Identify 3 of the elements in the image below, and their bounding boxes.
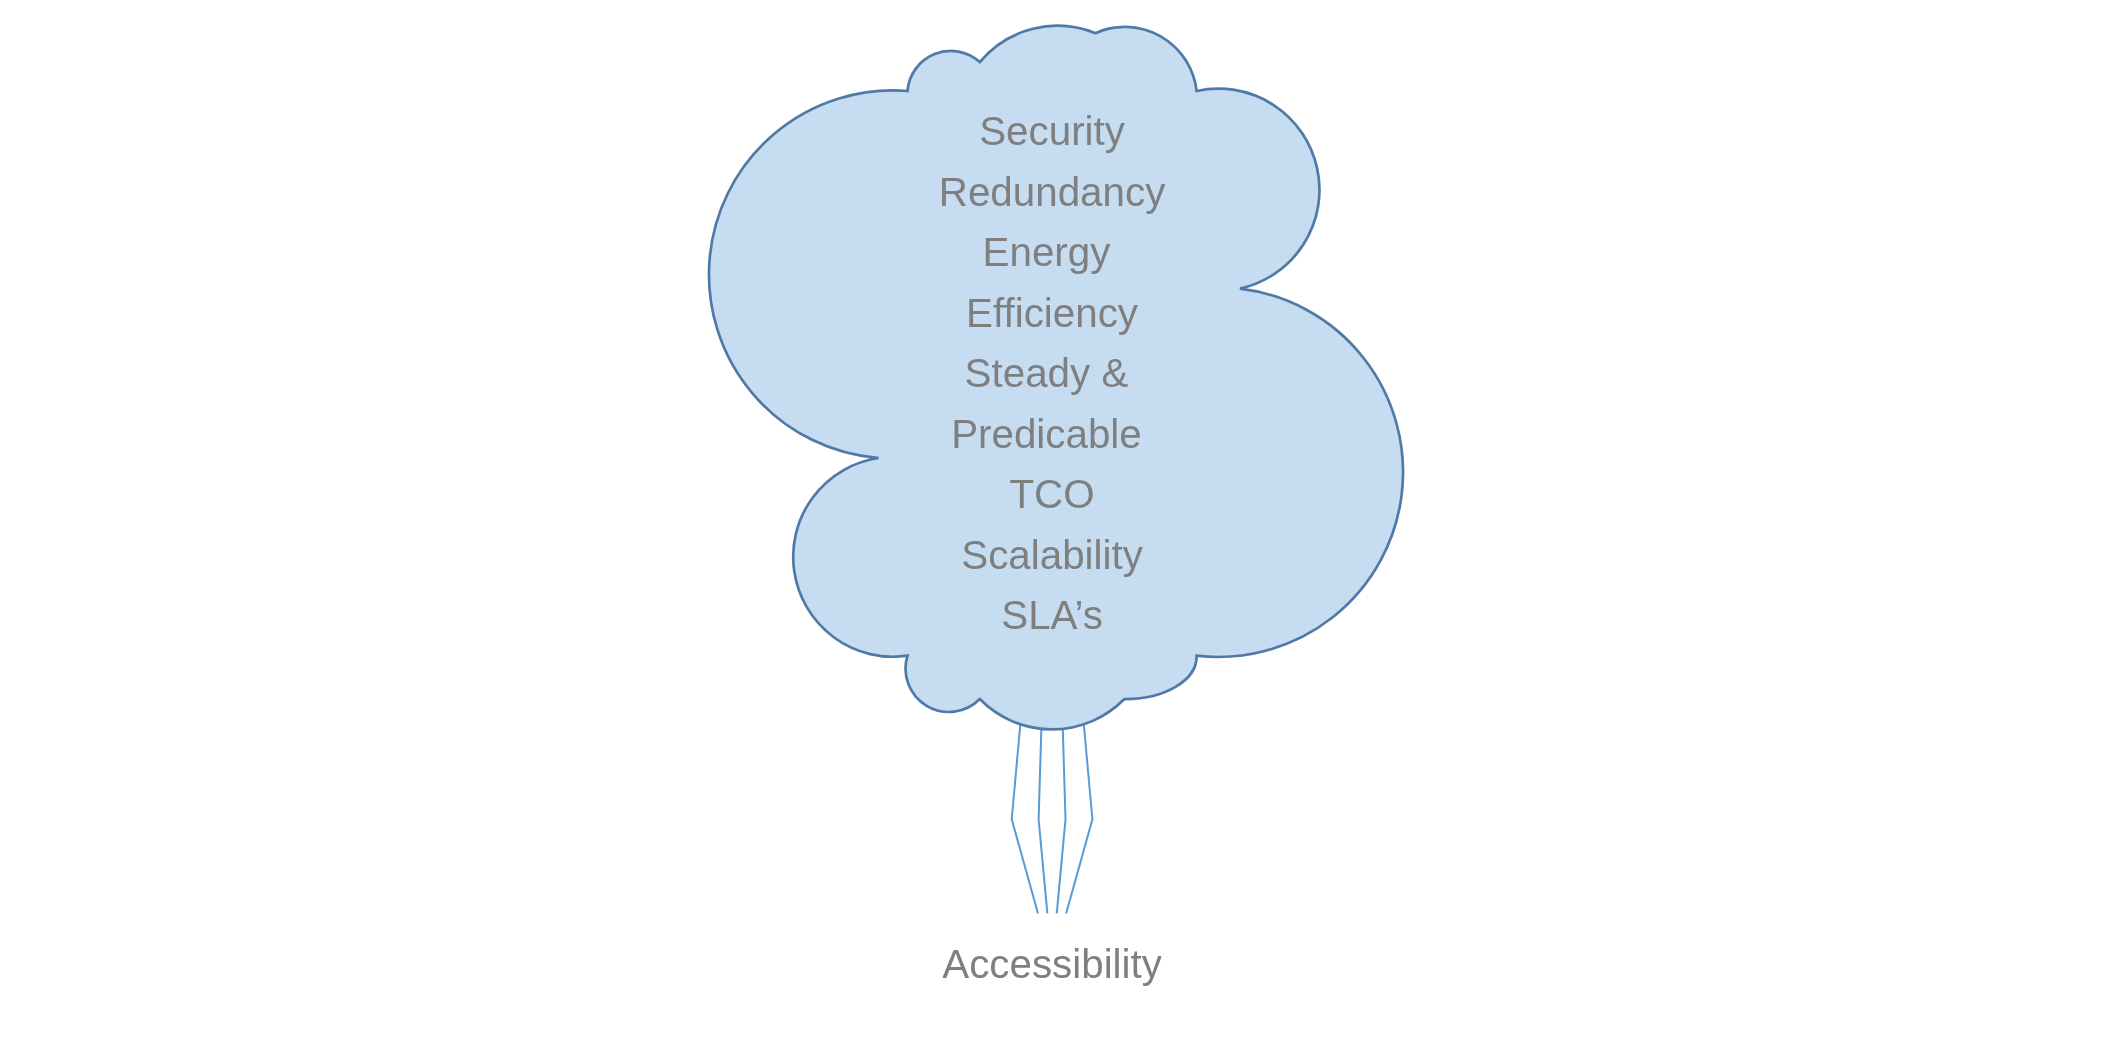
connector	[1010, 725, 1039, 914]
node-text: Accessibility	[942, 941, 1162, 987]
connector	[1065, 725, 1094, 914]
